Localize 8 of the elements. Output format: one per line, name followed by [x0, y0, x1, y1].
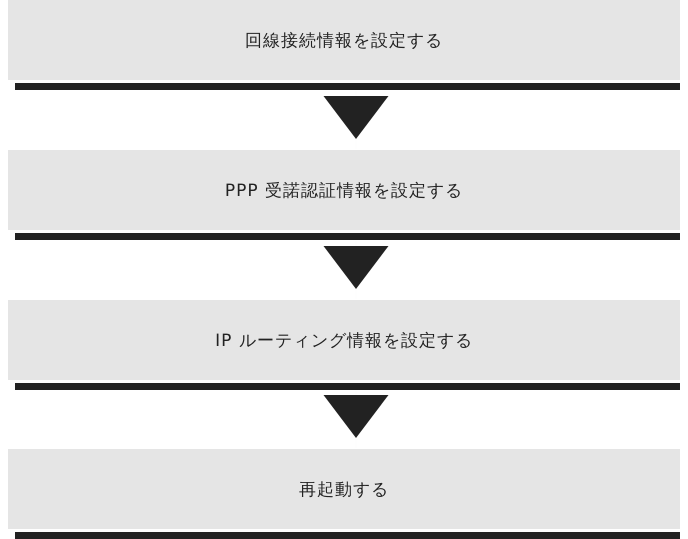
step-box: [8, 449, 680, 539]
step-text: 再起動する: [299, 478, 389, 500]
step-text: PPP 受諾認証情報を設定する: [224, 180, 464, 202]
step-text: IP ルーティング情報を設定する: [215, 330, 473, 352]
step-box: [8, 0, 680, 90]
step-box: [8, 150, 680, 240]
step-text: 回線接続情報を設定する: [245, 30, 443, 52]
step-box: [8, 300, 680, 390]
